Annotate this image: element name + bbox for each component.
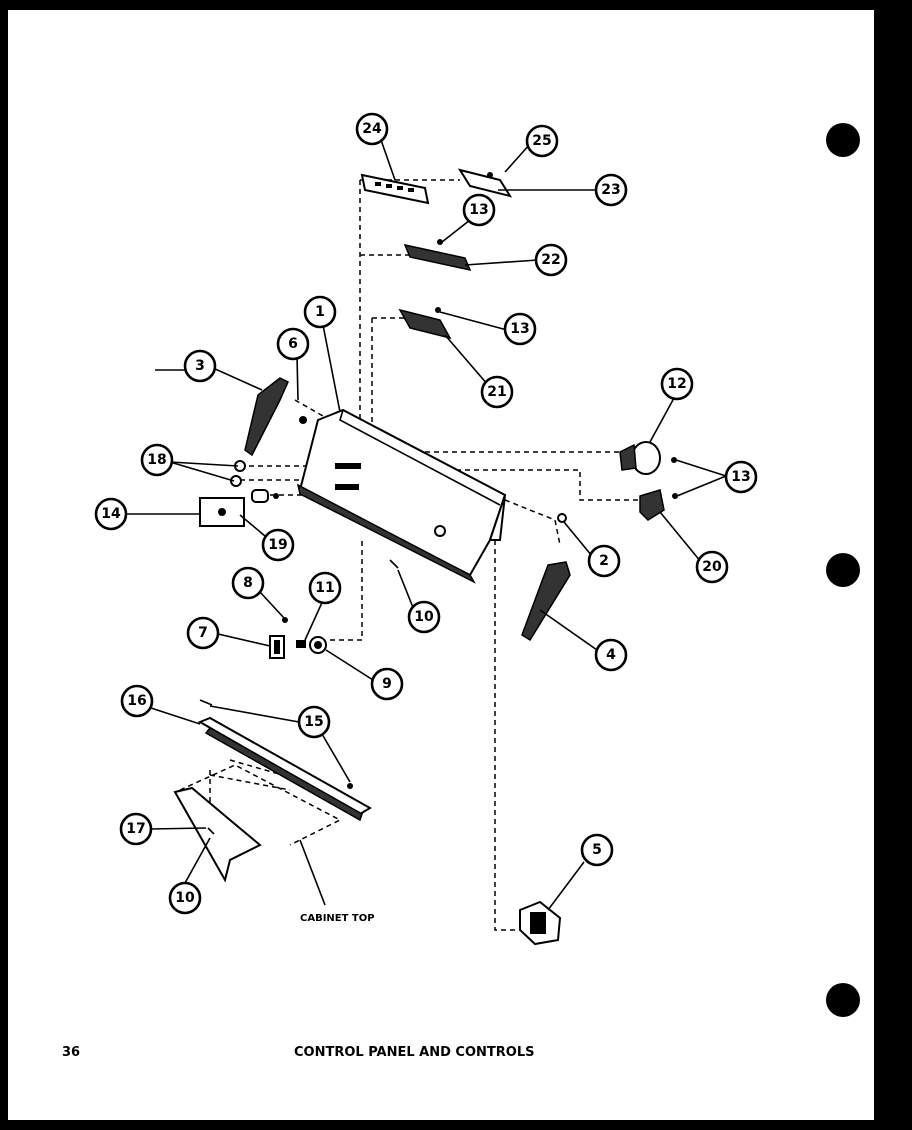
callout-15: 15	[297, 705, 331, 739]
callout-8: 8	[231, 566, 265, 600]
svg-text:20: 20	[702, 559, 722, 575]
svg-text:15: 15	[304, 714, 323, 730]
part-17-clip	[207, 827, 215, 835]
svg-text:6: 6	[288, 336, 298, 352]
binder-hole-top	[826, 123, 860, 157]
callout-16: 16	[120, 684, 154, 718]
part-6-screw	[299, 416, 307, 424]
svg-text:1: 1	[315, 304, 325, 320]
svg-text:7: 7	[198, 625, 208, 641]
callout-10-bottom: 10	[168, 881, 202, 915]
callout-18: 18	[140, 443, 174, 477]
part-14-plate	[199, 497, 245, 527]
svg-text:13: 13	[469, 202, 488, 218]
svg-text:21: 21	[487, 384, 506, 400]
callout-9: 9	[370, 667, 404, 701]
callout-5: 5	[580, 833, 614, 867]
svg-text:10: 10	[175, 890, 195, 906]
cabinet-top-label: CABINET TOP	[300, 913, 375, 924]
callout-12: 12	[660, 367, 694, 401]
svg-text:12: 12	[667, 376, 686, 392]
part-15-screw-b	[347, 783, 353, 789]
part-12-timer	[619, 441, 677, 475]
callout-13-right: 13	[724, 460, 758, 494]
svg-text:13: 13	[510, 321, 529, 337]
svg-text:19: 19	[268, 537, 287, 553]
callout-24: 24	[355, 112, 389, 146]
svg-text:11: 11	[315, 580, 334, 596]
svg-text:16: 16	[127, 693, 146, 709]
callout-4: 4	[594, 638, 628, 672]
svg-text:14: 14	[101, 506, 121, 522]
svg-text:4: 4	[606, 647, 616, 663]
svg-text:22: 22	[541, 252, 560, 268]
callout-3: 3	[183, 349, 217, 383]
callout-23: 23	[594, 173, 628, 207]
callout-25: 25	[525, 124, 559, 158]
part-3-end-cap-left	[244, 377, 289, 457]
svg-text:13: 13	[731, 469, 750, 485]
callout-14: 14	[94, 497, 128, 531]
callout-1: 1	[303, 295, 337, 329]
leader-lines	[125, 139, 727, 911]
callout-17: 17	[119, 812, 153, 846]
svg-text:9: 9	[382, 676, 392, 692]
callout-21: 21	[480, 375, 514, 409]
part-4-end-cap-right	[521, 561, 571, 642]
binder-hole-bottom	[826, 983, 860, 1017]
binder-hole-middle	[826, 553, 860, 587]
cabinet-top-outline	[173, 764, 342, 883]
callout-20: 20	[695, 550, 729, 584]
part-9-light	[309, 636, 327, 654]
callout-6: 6	[276, 327, 310, 361]
callout-13: 13	[462, 193, 496, 227]
svg-text:24: 24	[362, 121, 382, 137]
part-2-screw	[557, 513, 567, 523]
part-5-switch	[519, 900, 562, 946]
callout-7: 7	[186, 616, 220, 650]
callout-22: 22	[534, 243, 568, 277]
part-8-screw	[282, 617, 288, 623]
part-15-screw-a	[199, 699, 213, 706]
callout-11: 11	[308, 571, 342, 605]
svg-text:8: 8	[243, 575, 253, 591]
part-1-control-panel	[296, 408, 507, 584]
svg-text:10: 10	[414, 609, 434, 625]
svg-text:17: 17	[126, 821, 145, 837]
page-title: CONTROL PANEL AND CONTROLS	[294, 1045, 534, 1060]
part-23-bracket	[457, 168, 513, 198]
svg-text:2: 2	[599, 553, 609, 569]
part-20-switch	[639, 489, 678, 521]
svg-text:18: 18	[147, 452, 166, 468]
part-22-switch	[403, 239, 472, 272]
part-19-bushing	[251, 489, 279, 503]
part-10-screw	[389, 559, 399, 569]
part-11-clip	[296, 640, 306, 648]
part-16-rail	[197, 716, 372, 822]
svg-text:25: 25	[532, 133, 551, 149]
part-18-knob-b	[230, 475, 242, 487]
callout-2: 2	[587, 544, 621, 578]
callout-10: 10	[407, 600, 441, 634]
part-21-switch	[398, 307, 452, 340]
svg-text:5: 5	[592, 842, 602, 858]
svg-text:23: 23	[601, 182, 620, 198]
callout-13-lower: 13	[503, 312, 537, 346]
svg-text:3: 3	[195, 358, 205, 374]
part-24-bracket	[360, 173, 430, 205]
page-number: 36	[62, 1045, 80, 1060]
part-7-connector	[269, 635, 285, 659]
callout-19: 19	[261, 528, 295, 562]
